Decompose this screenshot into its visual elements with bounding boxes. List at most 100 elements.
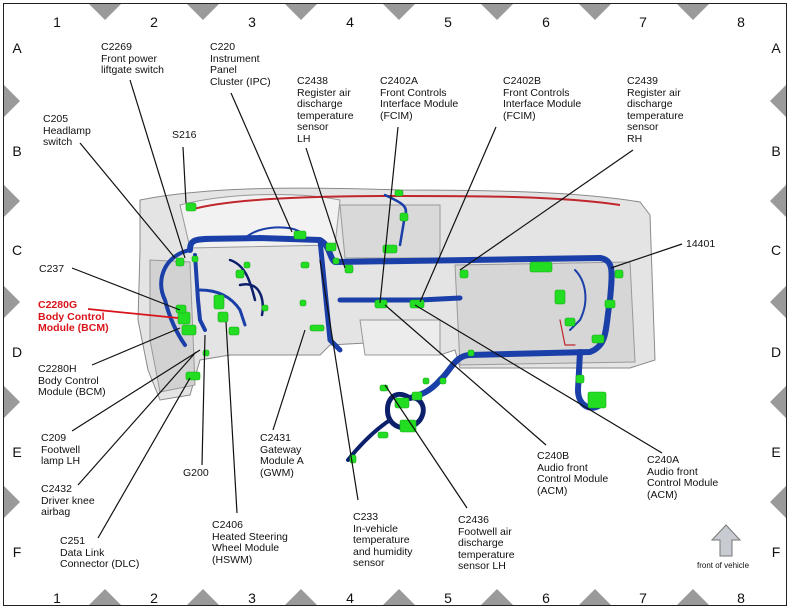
connector-block [591,334,605,344]
leader-line-s216 [182,146,187,204]
callout-p14401[interactable]: 14401 [686,238,715,251]
callout-description: Control Module [537,473,609,485]
grid-marker-left [4,386,20,418]
leader-line-p14401 [610,243,683,269]
callout-description: Panel [210,64,237,76]
callout-connector-id: C209 [41,432,67,444]
callout-description: switch [43,136,73,148]
grid-column-label: 5 [444,590,452,606]
callout-description: (GWM) [260,466,294,479]
callout-description: Instrument [210,52,260,65]
grid-marker-bottom [383,589,415,605]
callout-description: Front Controls [380,86,447,99]
callout-description: (ACM) [647,488,678,501]
connector-block [411,391,423,401]
connector-block [394,189,404,197]
callout-description: (FCIM) [503,109,536,122]
grid-marker-top [383,4,415,20]
callout-description: lamp LH [41,455,81,467]
callout-description: RH [627,132,643,145]
callout-connector-id: C233 [353,511,379,523]
red-glovebox-wire [559,319,576,346]
callout-description: Module (BCM) [38,386,106,398]
callout-description: Front power [101,52,158,65]
leader-line-c240b [384,304,547,446]
grid-column-label: 7 [639,590,647,606]
callout-description: LH [297,132,311,145]
connector-block [243,261,251,269]
grid-marker-bottom [677,589,709,605]
callout-connector-id: C205 [43,113,69,125]
callout-connector-id: C2436 [458,514,489,526]
grid-marker-top [285,4,317,20]
grid-marker-top [579,4,611,20]
connector-block [587,391,607,409]
grid-marker-bottom [481,589,513,605]
leader-line-c2406 [225,321,238,514]
grid-column-label: 1 [53,590,61,606]
connector-block [325,242,337,252]
callout-description: Body Control [38,310,105,323]
callout-description: Data Link [60,546,105,559]
grid-row-label: B [12,143,22,159]
grid-column-label: 8 [737,14,745,30]
grid-row-label: C [770,242,782,258]
grid-row-label: E [771,444,781,460]
connector-block [293,230,307,240]
leader-line-c237 [71,267,181,311]
grid-marker-left [4,286,20,318]
callout-description: Front Controls [503,86,570,99]
callout-c237[interactable]: C237 [39,263,64,276]
callout-s216[interactable]: S216 [172,129,197,142]
callout-description: sensor [627,121,659,133]
connector-block [177,311,191,325]
callout-description: Heated Steering [212,530,288,543]
left-harness-inner [193,253,207,332]
callout-description: temperature [458,548,515,561]
connector-block [614,269,624,279]
front-of-vehicle-label: front of vehicle [697,561,750,570]
grid-row-label: E [12,444,22,460]
callout-description: sensor [297,121,329,133]
callout-description: Footwell [41,443,81,456]
callout-connector-id: C240A [647,454,680,466]
callout-description: Body Control [38,374,99,387]
callout-g200[interactable]: G200 [183,467,209,480]
grid-column-label: 3 [248,14,256,30]
console-bezel [359,319,441,356]
grid-marker-left [4,486,20,518]
callout-description: In-vehicle [353,522,398,535]
footwell-tail [346,418,392,462]
grid-marker-bottom [89,589,121,605]
connector-block [399,419,417,433]
leader-lines [71,79,683,539]
callout-connector-id: C240B [537,450,570,462]
grid-row-label: F [771,544,781,560]
grid-column-label: 4 [346,14,354,30]
grid-row-label: D [770,344,782,360]
connectors [175,189,624,464]
grid-row-label: F [12,544,22,560]
grid-row-label: C [11,242,23,258]
grid-row-label: A [771,40,781,56]
connector-block [185,202,197,212]
grid-marker-bottom [579,589,611,605]
